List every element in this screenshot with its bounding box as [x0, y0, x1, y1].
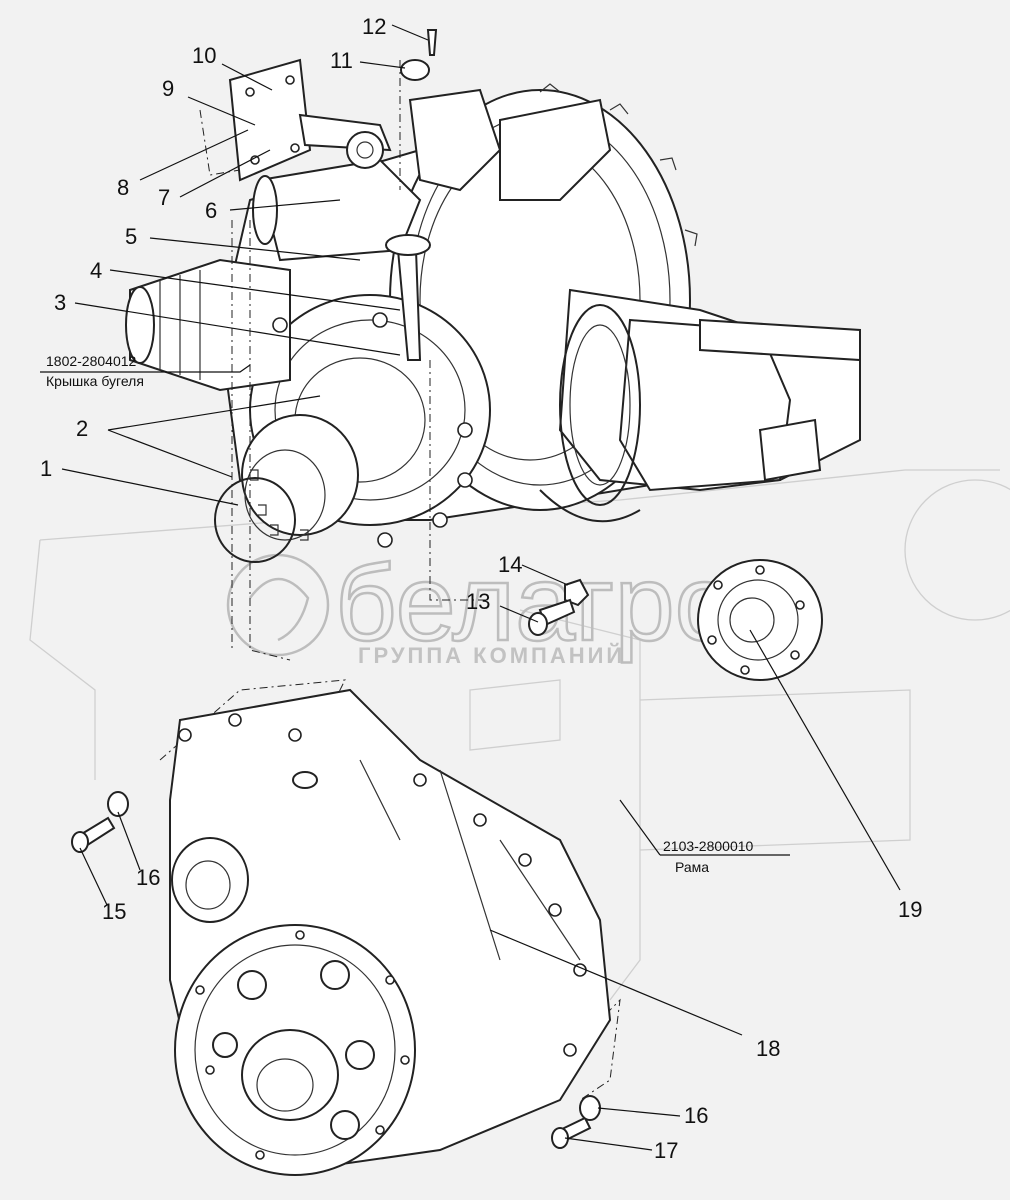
watermark: белагро ГРУППА КОМПАНИЙ: [226, 541, 736, 668]
callout-8: 8: [117, 175, 129, 200]
callout-5: 5: [125, 224, 137, 249]
alignment-lines: [159, 60, 621, 1101]
cover-part-name: Крышка бугеля: [46, 373, 144, 389]
frame-part-name: Рама: [675, 859, 709, 875]
cover-part-number: 1802-2804012: [46, 353, 137, 369]
callout-3: 3: [54, 290, 66, 315]
callout-18: 18: [756, 1036, 780, 1061]
fasteners: [71, 29, 601, 1149]
callout-15: 15: [102, 899, 126, 924]
frame-ghost-outline: [29, 469, 1010, 1001]
callout-6: 6: [205, 198, 217, 223]
watermark-subtitle: ГРУППА КОМПАНИЙ: [358, 643, 625, 668]
callout-1: 1: [40, 456, 52, 481]
watermark-logo-text: белагро: [335, 542, 735, 663]
callout-7: 7: [158, 185, 170, 210]
callout-19: 19: [898, 897, 922, 922]
callout-12: 12: [362, 14, 386, 39]
reference-labels: 1802-2804012 Крышка бугеля 2103-2800010 …: [46, 353, 754, 875]
callout-16-lower: 16: [684, 1103, 708, 1128]
frame-part-number: 2103-2800010: [663, 838, 754, 854]
callout-17: 17: [654, 1138, 678, 1163]
callout-10: 10: [192, 43, 216, 68]
callout-2: 2: [76, 416, 88, 441]
callout-11: 11: [330, 48, 353, 73]
wheel-hub-19: [697, 559, 823, 681]
callout-14: 14: [498, 552, 522, 577]
final-drive-assembly: [169, 688, 612, 1176]
leader-lines: [40, 24, 901, 1151]
part-callouts: 1 2 3 4 5 6 7 8 9 10 11 12 13 14 15 16 1…: [40, 14, 922, 1163]
callout-9: 9: [162, 76, 174, 101]
callout-16-upper: 16: [136, 865, 160, 890]
callout-13: 13: [466, 589, 490, 614]
callout-4: 4: [90, 258, 102, 283]
